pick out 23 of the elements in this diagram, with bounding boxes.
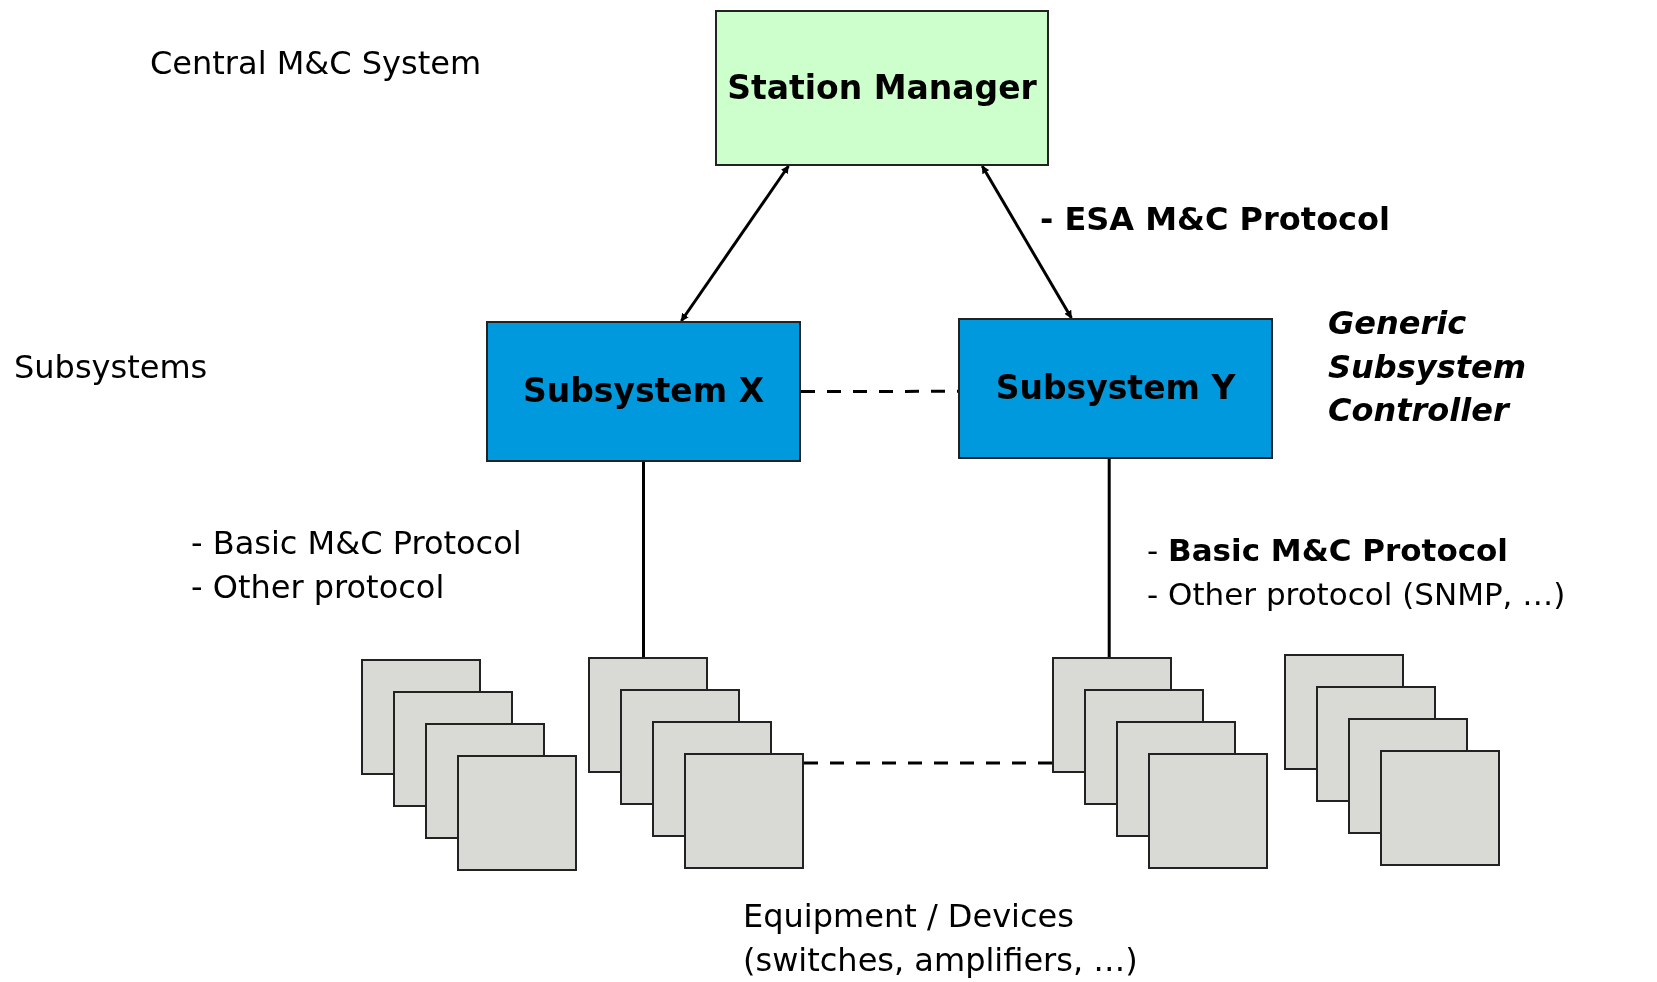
node-title: Subsystem Y: [995, 367, 1236, 410]
text-label: - Basic M&C Protocol: [1147, 531, 1508, 570]
connector-line: [804, 761, 1052, 765]
node-title: Subsystem X: [522, 370, 765, 413]
subsystem-box: [958, 318, 1273, 459]
device-stack-drawing: [361, 659, 577, 871]
connector-line: [642, 462, 645, 657]
device-stack-drawing: [1284, 654, 1500, 866]
text-label: Subsystems: [14, 347, 208, 388]
side-note: Generic Subsystem Controller: [1328, 303, 1528, 432]
device-stack-drawing: [588, 657, 804, 869]
manager-box: [715, 10, 1049, 166]
text-label: - Basic M&C Protocol: [191, 523, 522, 564]
text-label: - Other protocol: [191, 567, 445, 608]
text-label: - Other protocol (SNMP, …): [1147, 575, 1566, 614]
connector-line: [1107, 459, 1111, 657]
double-arrow: [680, 165, 790, 322]
node-title: Station Manager: [727, 66, 1037, 109]
device-stack-drawing: [1052, 657, 1268, 869]
text-label: Central M&C System: [150, 43, 482, 84]
text-label: Equipment / Devices (switches, amplifiers, …): [743, 896, 1139, 981]
double-arrow: [980, 165, 1073, 319]
subsystem-box: [486, 321, 801, 462]
